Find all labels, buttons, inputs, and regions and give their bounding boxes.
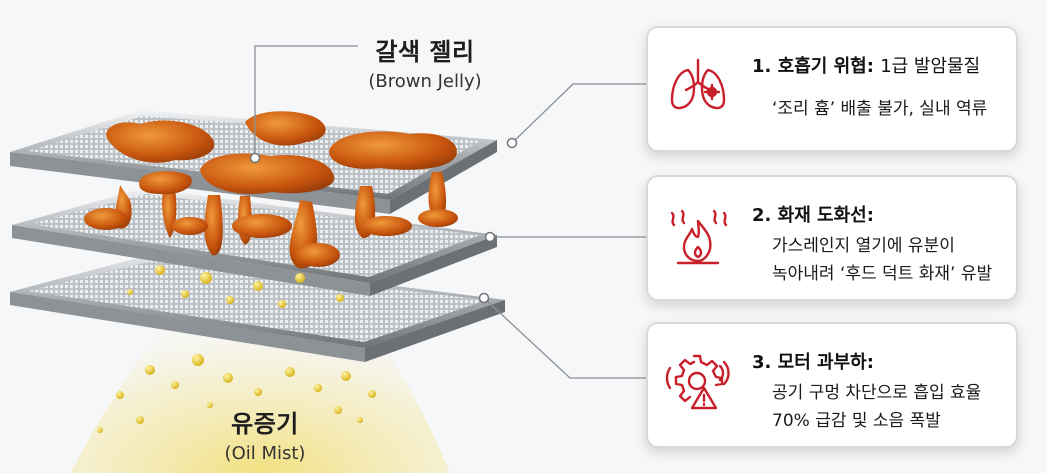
motor-warning-icon [665, 354, 730, 410]
card-respiratory-threat: 1. 호흡기 위협: 1급 발암물질 ‘조리 흄’ 배출 불가, 실내 역류 [646, 26, 1018, 152]
oil-mist-label-en: (Oil Mist) [224, 443, 306, 464]
card-2-title: 2. 화재 도화선: [752, 205, 874, 226]
callout-lines [254, 45, 646, 379]
card-2-line-2: 녹아내려 ‘후드 덕트 화재’ 유발 [772, 264, 993, 284]
card-1-title: 1. 호흡기 위협: [752, 56, 874, 77]
card-1-desc-inline: 1급 발암물질 [880, 56, 981, 77]
brown-jelly-label-en: (Brown Jelly) [368, 71, 482, 92]
fire-icon [670, 209, 728, 265]
card-3-title-row: 3. 모터 과부하: [752, 348, 874, 374]
oil-mist-label: 유증기 (Oil Mist) [190, 404, 340, 464]
brown-jelly-label: 갈색 젤리 (Brown Jelly) [350, 32, 500, 92]
card-3-title: 3. 모터 과부하: [752, 352, 874, 373]
oil-mist-label-ko: 유증기 [231, 410, 299, 438]
card-1-title-row: 1. 호흡기 위협: 1급 발암물질 [752, 52, 980, 78]
jelly-drips [84, 172, 458, 269]
oil-droplets [97, 265, 376, 433]
lungs-icon [670, 58, 726, 110]
card-3-line-1: 공기 구멍 차단으로 흡입 효율 [772, 383, 982, 403]
card-1-line-1: ‘조리 흄’ 배출 불가, 실내 역류 [772, 99, 988, 119]
brown-jelly-blobs [106, 111, 457, 195]
card-3-line-2: 70% 급감 및 소음 폭발 [772, 411, 941, 431]
card-2-line-1: 가스레인지 열기에 유분이 [772, 236, 955, 256]
card-2-title-row: 2. 화재 도화선: [752, 201, 874, 227]
brown-jelly-label-ko: 갈색 젤리 [375, 38, 475, 66]
card-fire-trigger: 2. 화재 도화선: 가스레인지 열기에 유분이 녹아내려 ‘후드 덕트 화재’… [646, 175, 1018, 301]
callout-dots [249, 137, 518, 304]
filter-layer-bottom [10, 255, 505, 362]
card-motor-overload: 3. 모터 과부하: 공기 구멍 차단으로 흡입 효율 70% 급감 및 소음 … [646, 322, 1018, 448]
